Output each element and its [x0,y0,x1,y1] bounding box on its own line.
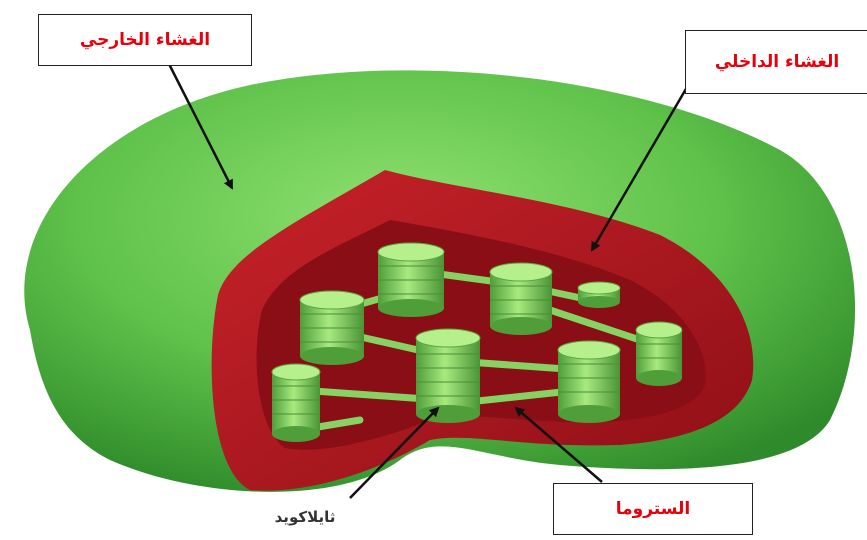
granum [416,329,480,423]
granum [300,291,364,365]
label-outer-membrane: الغشاء الخارجي [38,14,252,66]
granum [558,341,620,423]
granum [272,364,320,442]
label-thylakoid: ثايلاكويد [240,500,370,534]
granum [378,243,444,317]
label-stroma: الستروما [553,483,753,535]
granum [578,282,620,308]
granum [490,263,552,335]
label-inner-membrane: الغشاء الداخلي [685,30,867,94]
granum [636,322,682,386]
